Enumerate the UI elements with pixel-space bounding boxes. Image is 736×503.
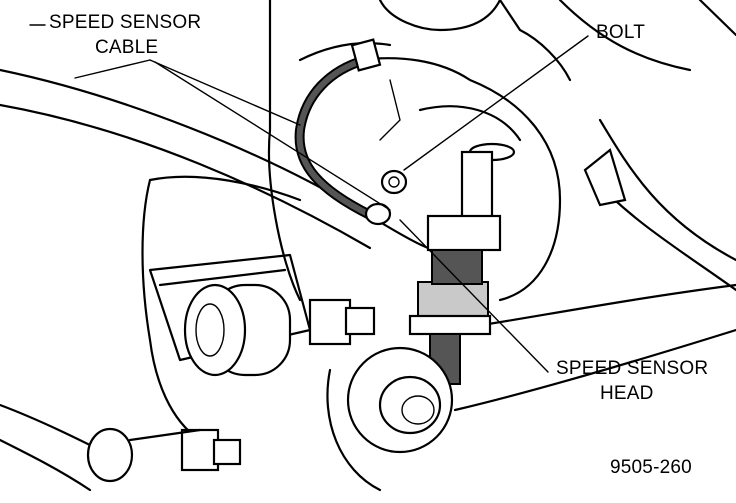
figure-number: 9505-260 (610, 457, 692, 478)
lower-bolts (86, 427, 242, 483)
frame-rail-upper (0, 68, 472, 264)
leader-lines (29, 24, 589, 373)
frame-rail-right (558, 0, 736, 292)
speed-sensor-cable (294, 38, 392, 226)
label-speed-sensor-head-line2: HEAD (600, 383, 654, 404)
bolt (380, 169, 408, 195)
label-speed-sensor-head-line1: SPEED SENSOR (556, 358, 709, 379)
label-bolt: BOLT (596, 22, 646, 43)
transmission-housing (141, 0, 572, 442)
speed-sensor-head (408, 142, 516, 385)
bushing (326, 346, 454, 492)
label-speed-sensor-cable-line2: CABLE (95, 37, 159, 58)
label-speed-sensor-cable-line1: SPEED SENSOR (49, 12, 202, 33)
mount-bracket (148, 253, 376, 377)
